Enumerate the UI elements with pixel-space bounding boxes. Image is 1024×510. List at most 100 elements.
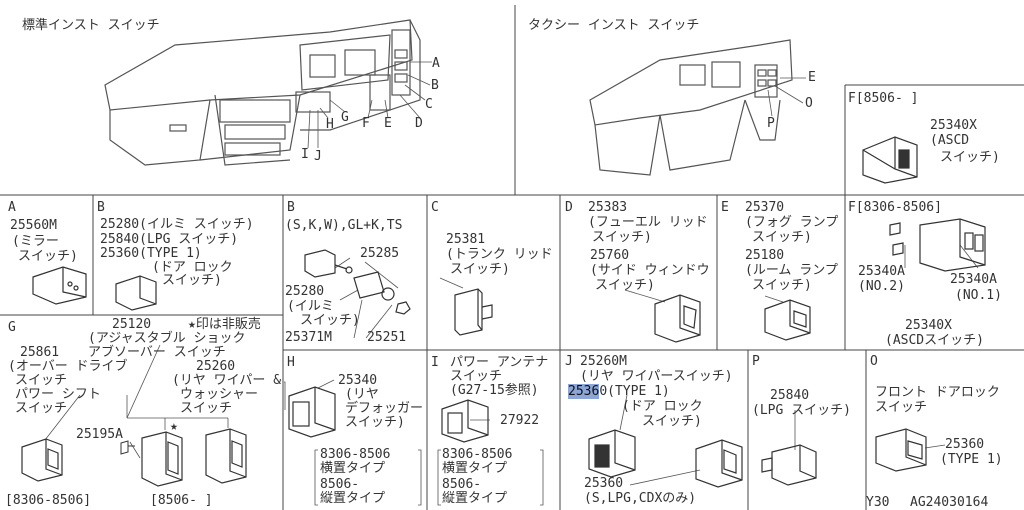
- panel-p-letter: P: [752, 354, 760, 369]
- panel-i-n1: 8306-8506: [442, 447, 513, 462]
- panel-e-letter: E: [721, 200, 729, 215]
- panel-h-d3: スイッチ): [345, 415, 405, 430]
- panel-f2-code: F[8306-8506]: [848, 200, 942, 215]
- callout-a: A: [432, 56, 440, 71]
- rear-wiper-switch-j-icon: [588, 429, 636, 478]
- panel-b2-p4: 25251: [367, 330, 407, 345]
- lpg-switch-icon: [761, 444, 817, 486]
- mirror-switch-icon: [32, 266, 87, 305]
- panel-h-d1: (リヤ: [345, 387, 379, 402]
- panel-g-p2d2: スイッチ: [15, 373, 68, 388]
- panel-d-p2: 25760: [590, 248, 630, 263]
- panel-d-p1d1: (フューエル リッド: [588, 215, 708, 230]
- panel-f2-pa: 25340A: [858, 264, 905, 279]
- panel-i-d2: スイッチ: [450, 369, 503, 384]
- panel-e-p1: 25370: [745, 200, 785, 215]
- panel-f2-pb: 25340A: [950, 272, 997, 287]
- ascd-switch-icon: [862, 136, 918, 184]
- panel-o-part: 25360: [945, 437, 985, 452]
- panel-g-p1d2: アブソーバー スイッチ: [88, 345, 226, 360]
- panel-h-d2: デフォッガー: [345, 401, 424, 416]
- panel-g-p3: 25260: [196, 359, 236, 374]
- panel-i-n4: 縦置タイプ: [442, 491, 508, 506]
- callout-c: C: [425, 97, 433, 112]
- clip-icon: [120, 440, 135, 455]
- panel-b2-cond: (S,K,W),GL+K,TS: [285, 218, 403, 233]
- panel-b1-letter: B: [97, 200, 105, 215]
- panel-d-p1d2: スイッチ): [592, 230, 652, 245]
- rear-defogger-switch-icon: [288, 386, 336, 438]
- callout-taxi-e: E: [808, 70, 816, 85]
- panel-b1-line1: 25280(イルミ スイッチ): [100, 217, 254, 232]
- callout-taxi-o: O: [805, 96, 813, 111]
- panel-j-p1d: (リヤ ワイパースイッチ): [580, 369, 733, 384]
- panel-c-desc2: スイッチ): [450, 262, 510, 277]
- panel-j-p2d2: スイッチ): [642, 414, 702, 429]
- panel-g-p2d4: スイッチ: [15, 401, 68, 416]
- front-doorlock-switch-icon: [875, 428, 927, 472]
- panel-c-part: 25381: [446, 232, 486, 247]
- callout-i: I: [301, 147, 309, 162]
- standard-switch-title: 標準インスト スイッチ: [22, 18, 160, 33]
- room-lamp-switch-icon: [764, 299, 811, 341]
- trunk-switch-icon: [454, 288, 493, 336]
- panel-g-p3d1: (リヤ ワイパー &: [172, 373, 282, 388]
- overdrive-switch-icon: [21, 438, 63, 482]
- panel-a-desc2: スイッチ): [18, 249, 78, 264]
- panel-j-p2: 25360(TYPE 1): [568, 384, 670, 399]
- panel-h-letter: H: [287, 355, 295, 370]
- panel-a-letter: A: [8, 200, 16, 215]
- panel-g-p1d1: (アジャスタブル ショック: [88, 331, 246, 346]
- panel-i-d3: (G27-15参照): [450, 383, 539, 398]
- panel-i-n2: 横置タイプ: [442, 461, 508, 476]
- panel-o-desc: (TYPE 1): [940, 452, 1003, 467]
- panel-j-p3d: (S,LPG,CDXのみ): [584, 491, 697, 506]
- taxi-switch-title: タクシー インスト スイッチ: [528, 18, 700, 33]
- callout-b: B: [431, 78, 439, 93]
- callout-taxi-p: P: [767, 116, 775, 131]
- panel-c-letter: C: [431, 200, 439, 215]
- panel-d-p2d2: スイッチ): [595, 278, 655, 293]
- panel-o-d1: フロント ドアロック: [875, 385, 1000, 400]
- panel-f2-pa-n: (NO.2): [858, 279, 905, 294]
- panel-e-p2: 25180: [745, 248, 785, 263]
- panel-a-part: 25560M: [10, 218, 57, 233]
- panel-g-p2d3: パワー シフト: [15, 387, 101, 402]
- panel-b2-p1: 25285: [360, 246, 400, 261]
- panel-b1-line4: (ドア ロック: [152, 260, 233, 275]
- panel-b2-p2d2: スイッチ): [300, 313, 360, 328]
- panel-e-p2d2: スイッチ): [752, 278, 812, 293]
- panel-f-top-desc1: (ASCD: [930, 133, 970, 148]
- panel-e-p2d1: (ルーム ランプ: [745, 263, 838, 278]
- panel-f-top-part: 25340X: [930, 118, 977, 133]
- taxi-dashboard-drawing: [589, 39, 793, 176]
- panel-p-desc: (LPG スイッチ): [752, 403, 851, 418]
- callout-f: F: [362, 116, 370, 131]
- panel-b2-letter: B: [287, 200, 295, 215]
- highlighted-part-number[interactable]: 2536: [568, 384, 600, 399]
- panel-f2-px: 25340X: [905, 318, 952, 333]
- panel-g-p3d3: スイッチ: [180, 401, 233, 416]
- power-antenna-switch-icon: [441, 399, 489, 443]
- panel-d-letter: D: [565, 200, 573, 215]
- panel-b1-line2: 25840(LPG スイッチ): [100, 232, 239, 247]
- panel-j-p2-rest: 0(TYPE 1): [599, 384, 670, 399]
- panel-i-d1: パワー アンテナ: [450, 355, 549, 370]
- callout-g: G: [341, 110, 349, 125]
- panel-f-top-code: F[8506- ]: [848, 91, 919, 106]
- panel-h-n1: 8306-8506: [320, 447, 391, 462]
- door-lock-switch-icon: [695, 439, 743, 488]
- panel-b2-p2: 25280: [285, 284, 325, 299]
- illumi-dial-icon: [304, 249, 353, 278]
- panel-b1-line3: 25360(TYPE 1): [100, 246, 202, 261]
- panel-j-p3: 25360: [584, 476, 624, 491]
- side-window-switch-icon: [654, 294, 701, 343]
- callout-e: E: [384, 116, 392, 131]
- panel-a-desc1: (ミラー: [12, 234, 59, 249]
- ascd-set-icon: [889, 218, 986, 272]
- panel-g-range2: [8506- ]: [150, 493, 213, 508]
- panel-g-p3d2: ウォッシャー: [180, 387, 259, 402]
- panel-i-part: 27922: [500, 413, 540, 428]
